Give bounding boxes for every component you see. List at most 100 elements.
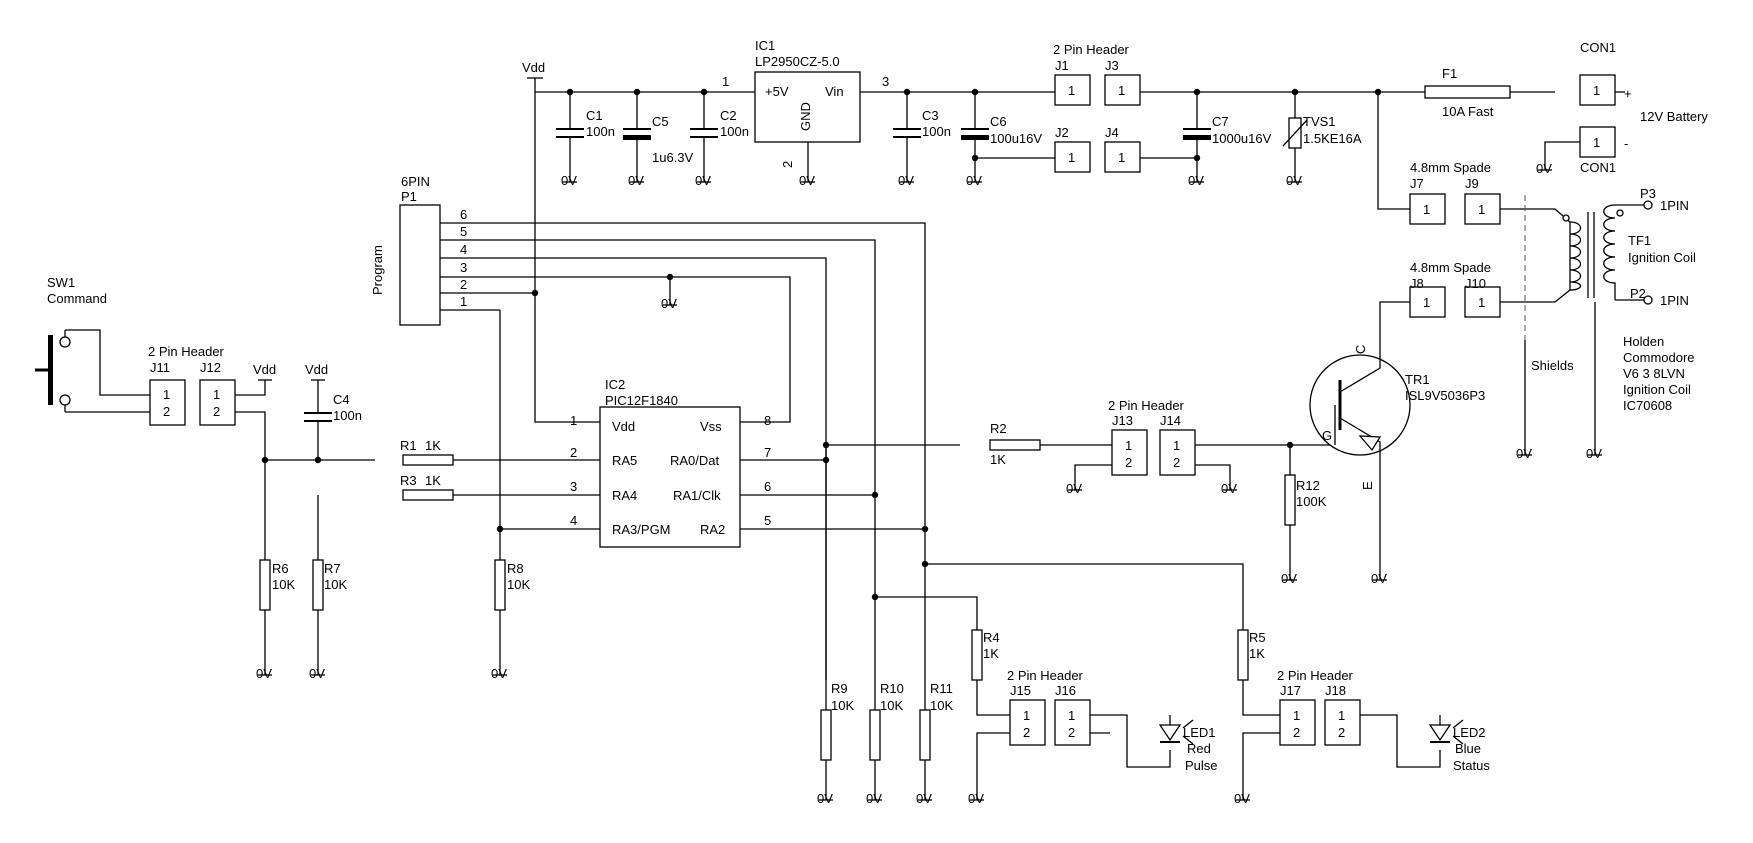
j1-j3-header: 2 Pin Header <box>1053 42 1130 57</box>
j15-ref: J15 <box>1010 683 1031 698</box>
c6-value: 100u16V <box>990 131 1042 146</box>
vdd-label: Vdd <box>522 60 545 75</box>
j4-ref: J4 <box>1105 125 1119 140</box>
spade-header-top: 4.8mm Spade <box>1410 160 1491 175</box>
j1-ref: J1 <box>1055 58 1069 73</box>
ic1-body <box>754 71 861 143</box>
coil-note-4: Ignition Coil <box>1623 382 1691 397</box>
gnd-label: 0V <box>916 791 932 806</box>
r5-ref: R5 <box>1249 630 1266 645</box>
j5-pin: 1 <box>1593 83 1600 98</box>
j6-pin: 1 <box>1593 135 1600 150</box>
ic2-ref: IC2 <box>605 377 625 392</box>
tvs-ref: TVS1 <box>1303 114 1336 129</box>
j10-ref: J10 <box>1465 276 1486 291</box>
tf1-p2: P2 <box>1630 286 1646 301</box>
p1-pin6: 6 <box>460 207 467 222</box>
p1-ref: P1 <box>401 189 417 204</box>
j15-header: 2 Pin Header <box>1007 668 1084 683</box>
fuse-value: 10A Fast <box>1442 104 1494 119</box>
jumper-boxes <box>149 74 1616 746</box>
con1-ref-bottom: CON1 <box>1580 160 1616 175</box>
vdd-label-j12: Vdd <box>253 362 276 377</box>
ic2-num7: 7 <box>764 445 771 460</box>
j17-pin2: 2 <box>1293 725 1300 740</box>
ic2-num6: 6 <box>764 479 771 494</box>
r2-ref: R2 <box>990 421 1007 436</box>
tvs-diode <box>1282 117 1308 149</box>
j15-pin1: 1 <box>1023 708 1030 723</box>
tf1-p3-pin: 1PIN <box>1660 198 1689 213</box>
led2-ref: LED2 <box>1453 725 1486 740</box>
r3-ref: R3 <box>400 473 417 488</box>
j16-pin1: 1 <box>1068 708 1075 723</box>
ic1-pin-gnd: GND <box>798 102 813 131</box>
ic2-pin-vdd: Vdd <box>612 419 635 434</box>
j18-pin1: 1 <box>1338 708 1345 723</box>
p1-pin4: 4 <box>460 242 467 257</box>
r8-ref: R8 <box>507 561 524 576</box>
gnd-label: 0V <box>817 791 833 806</box>
ic2-pin-ra3: RA3/PGM <box>612 522 671 537</box>
j16-ref: J16 <box>1055 683 1076 698</box>
j7-pin: 1 <box>1423 202 1430 217</box>
c4-ref: C4 <box>333 392 350 407</box>
r10-ref: R10 <box>880 681 904 696</box>
r6-value: 10K <box>272 577 295 592</box>
c3-value: 100n <box>922 124 951 139</box>
r12-ref: R12 <box>1296 478 1320 493</box>
j12-ref: J12 <box>200 360 221 375</box>
vdd-symbols <box>258 77 543 381</box>
ic2-num5: 5 <box>764 513 771 528</box>
gnd-label: 0V <box>561 173 577 188</box>
j11-pin1: 1 <box>163 387 170 402</box>
j16-pin2: 2 <box>1068 725 1075 740</box>
coil-note-3: V6 3 8LVN <box>1623 366 1685 381</box>
gnd-label: 0V <box>898 173 914 188</box>
j4-pin: 1 <box>1118 150 1125 165</box>
ic2-body <box>599 406 741 548</box>
c2-value: 100n <box>720 124 749 139</box>
p1-connector <box>399 204 441 326</box>
tr1-gate: G <box>1322 428 1332 443</box>
c6-ref: C6 <box>990 114 1007 129</box>
j18-ref: J18 <box>1325 683 1346 698</box>
j14-pin2: 2 <box>1173 455 1180 470</box>
j11-pin2: 2 <box>163 404 170 419</box>
tr1-emitter: E <box>1360 481 1375 490</box>
tf1-p2-pin: 1PIN <box>1660 293 1689 308</box>
c5-ref: C5 <box>652 114 669 129</box>
ic2-pin-ra2: RA2 <box>700 522 725 537</box>
r6-ref: R6 <box>272 561 289 576</box>
p1-pin3: 3 <box>460 260 467 275</box>
r1-ref: R1 <box>400 438 417 453</box>
j3-ref: J3 <box>1105 58 1119 73</box>
ic2-pin-ra5: RA5 <box>612 453 637 468</box>
con1-ref-top: CON1 <box>1580 40 1616 55</box>
labels: IC1 LP2950CZ-5.0 +5V Vin GND 1 3 2 Vdd C… <box>47 38 1708 806</box>
battery-label: 12V Battery <box>1640 109 1708 124</box>
junctions <box>261 88 1382 601</box>
shields-label: Shields <box>1531 358 1574 373</box>
p1-label: Program <box>370 245 385 295</box>
gnd-label: 0V <box>1536 161 1552 176</box>
ic1-ref: IC1 <box>755 38 775 53</box>
tr1-part: ISL9V5036P3 <box>1405 388 1485 403</box>
j2-pin: 1 <box>1068 150 1075 165</box>
c1-ref: C1 <box>586 108 603 123</box>
j8-ref: J8 <box>1410 276 1424 291</box>
c1-value: 100n <box>586 124 615 139</box>
con1-minus: - <box>1624 136 1628 151</box>
ic1-num3: 3 <box>882 74 889 89</box>
led2-role: Status <box>1453 758 1490 773</box>
c3-ref: C3 <box>922 108 939 123</box>
ic2-part: PIC12F1840 <box>605 393 678 408</box>
tr1-collector: C <box>1353 345 1368 354</box>
j14-pin1: 1 <box>1173 438 1180 453</box>
j13-pin2: 2 <box>1125 455 1132 470</box>
r9-value: 10K <box>831 698 854 713</box>
ic2-num4: 4 <box>570 513 577 528</box>
j18-pin2: 2 <box>1338 725 1345 740</box>
j15-pin2: 2 <box>1023 725 1030 740</box>
r5-value: 1K <box>1249 646 1265 661</box>
